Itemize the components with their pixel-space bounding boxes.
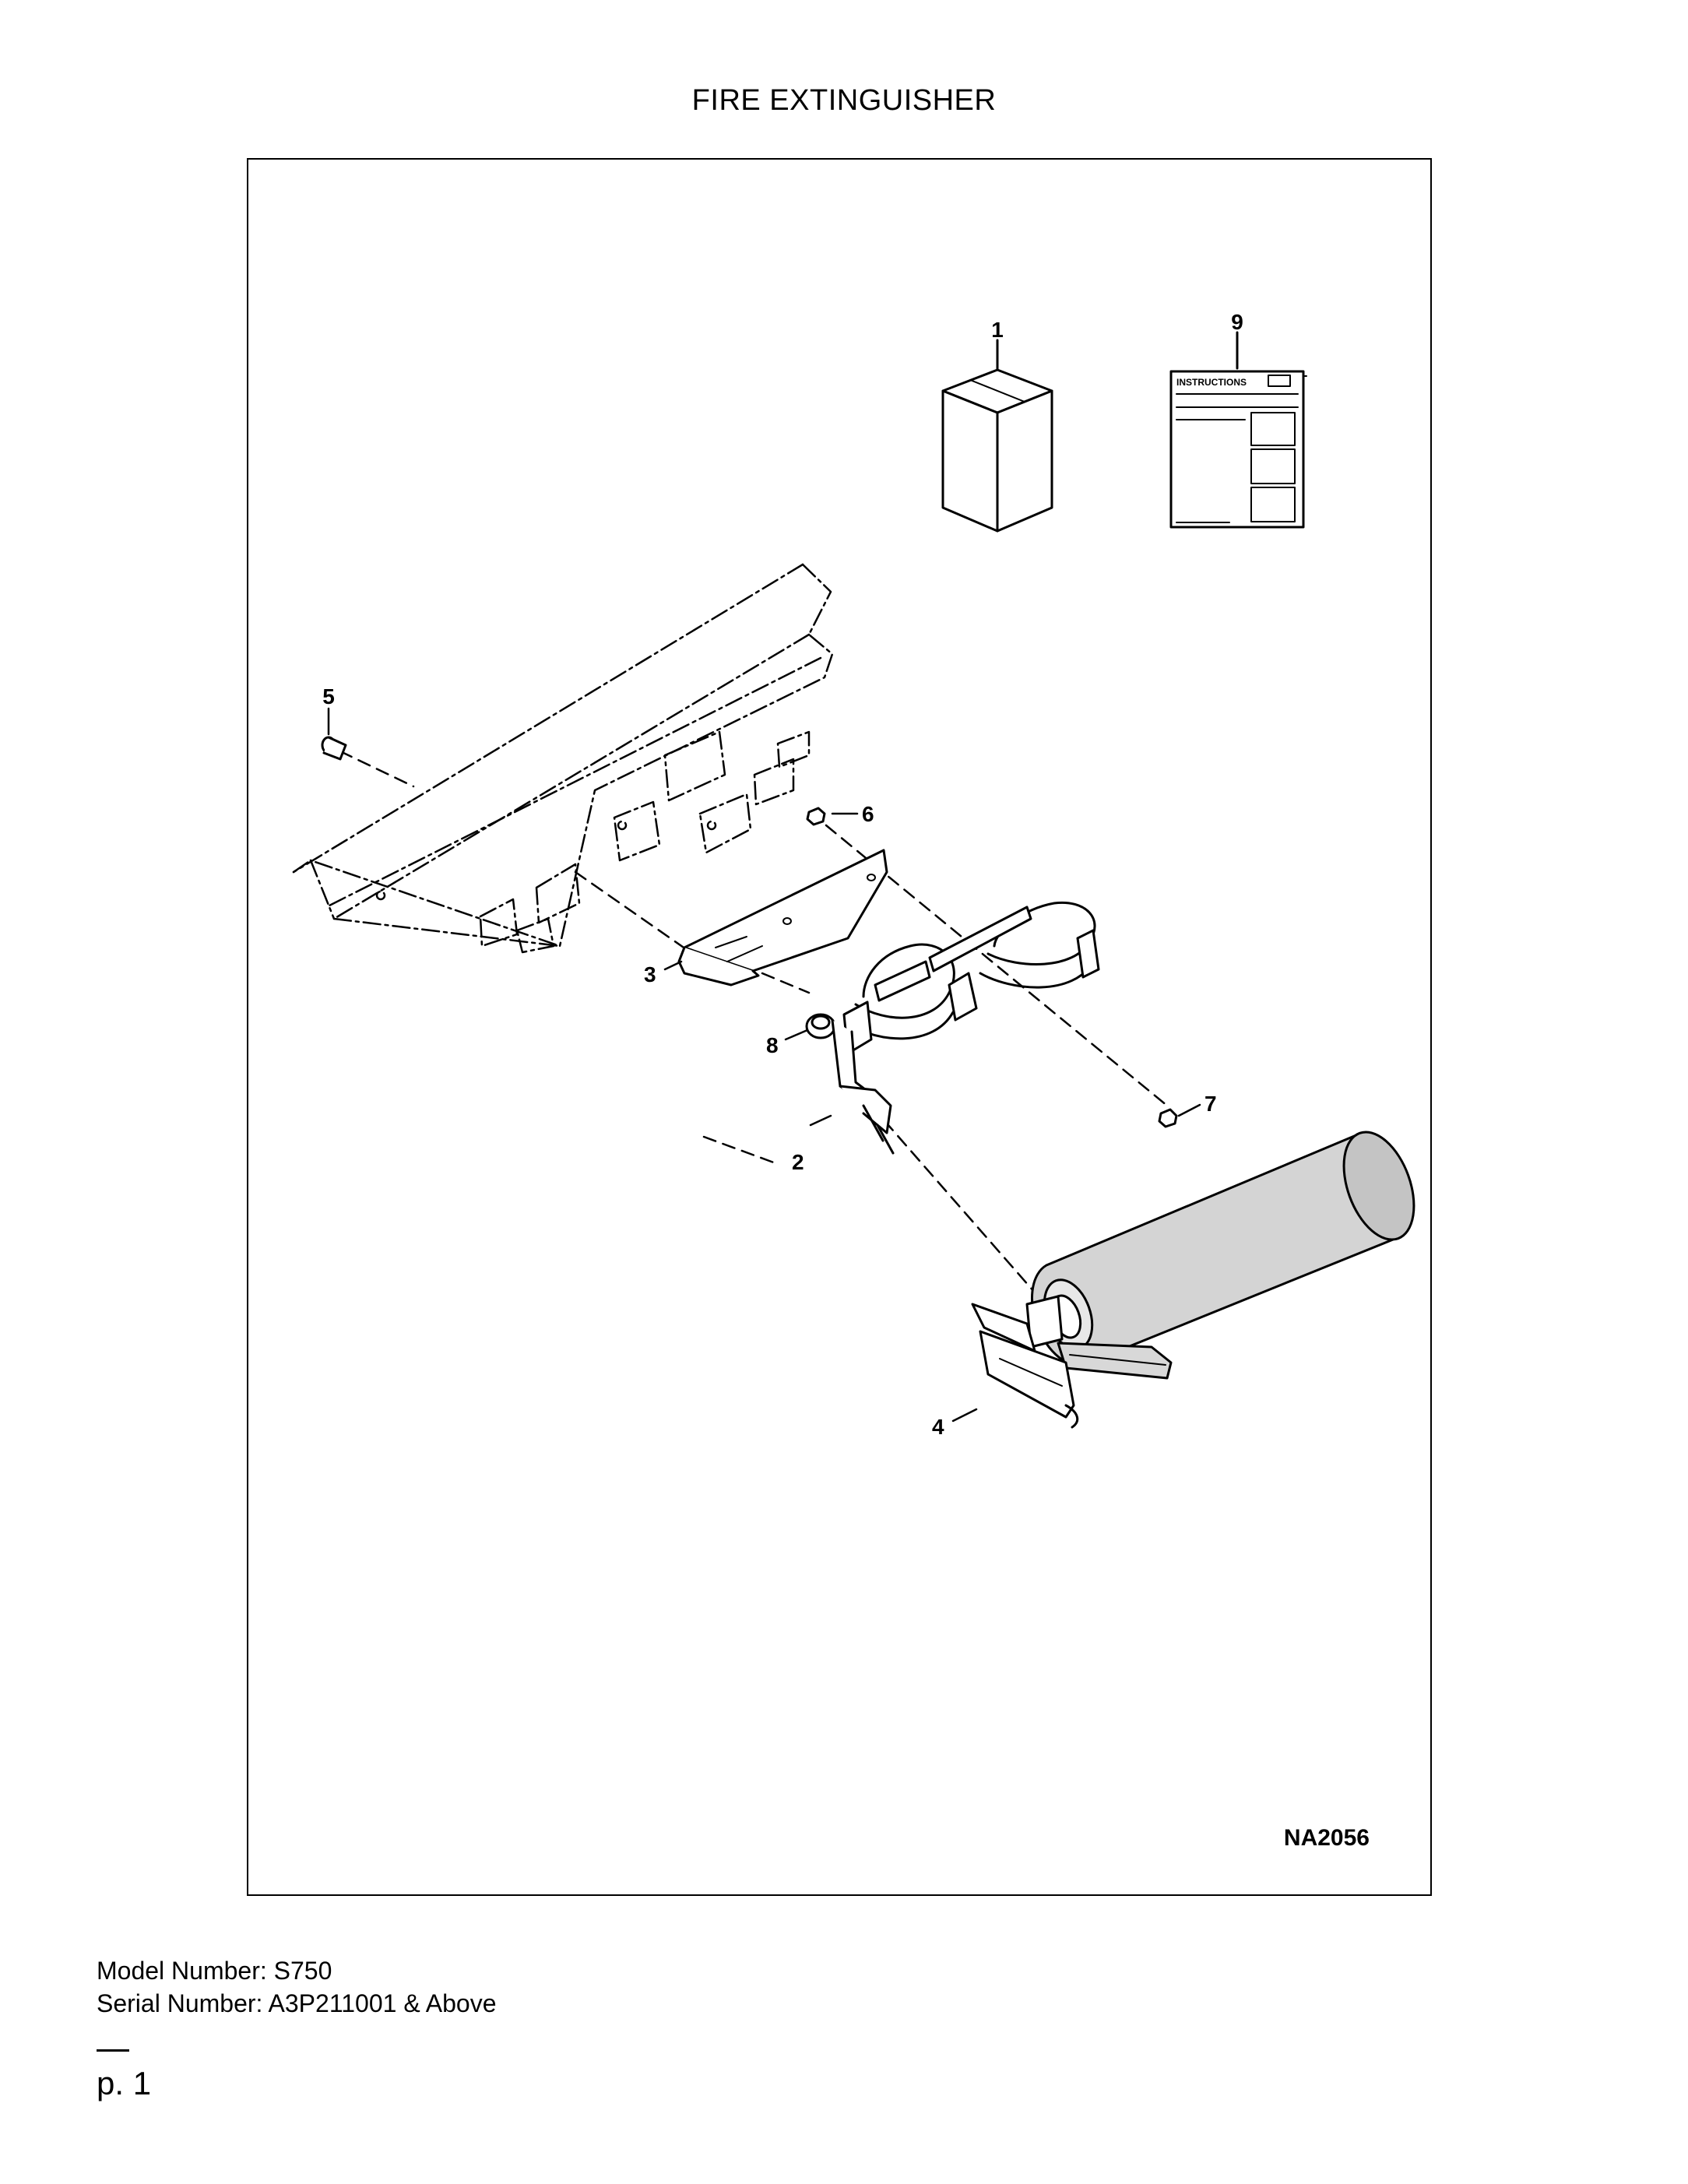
item-4-fire-extinguisher: [951, 1131, 1415, 1429]
item-3-mounting-bracket: [663, 849, 888, 986]
instructions-label: INSTRUCTIONS: [1176, 377, 1247, 388]
parts-diagram: 1 9 INSTRUCTIONS 5 6 3 8 2 7 4 NA2056: [292, 310, 1415, 1851]
callout-8: 8: [766, 1033, 779, 1057]
machine-panel-phantom: [292, 563, 834, 954]
callout-2: 2: [792, 1150, 804, 1174]
callout-4: 4: [932, 1415, 944, 1439]
item-6-nut: [806, 807, 859, 826]
callout-1: 1: [991, 318, 1004, 342]
item-2-extinguisher-bracket: [809, 901, 1100, 1155]
callout-6: 6: [862, 802, 874, 826]
page-divider: [97, 2049, 129, 2052]
item-9-instructions-sheet: [1169, 331, 1307, 529]
callout-7: 7: [1204, 1092, 1217, 1116]
item-5-bolt: [321, 707, 347, 761]
page-title: FIRE EXTINGUISHER: [691, 84, 997, 117]
footer-info: Model Number: S750 Serial Number: A3P211…: [97, 1954, 497, 2020]
callout-9: 9: [1231, 310, 1243, 334]
callout-3: 3: [644, 962, 656, 986]
model-number: Model Number: S750: [97, 1957, 332, 1985]
figure-id: NA2056: [1284, 1825, 1370, 1851]
item-7-screw: [1158, 1103, 1201, 1128]
assembly-leader-lines: [339, 750, 1169, 1294]
item-8-flange-nut: [784, 1013, 836, 1041]
callout-5: 5: [322, 684, 335, 709]
serial-number: Serial Number: A3P211001 & Above: [97, 1989, 497, 2017]
page-number: p. 1: [97, 2065, 152, 2101]
parts-diagram-frame: 1 9 INSTRUCTIONS 5 6 3 8 2 7 4 NA2056: [247, 158, 1432, 1896]
item-1-box: [941, 339, 1053, 533]
